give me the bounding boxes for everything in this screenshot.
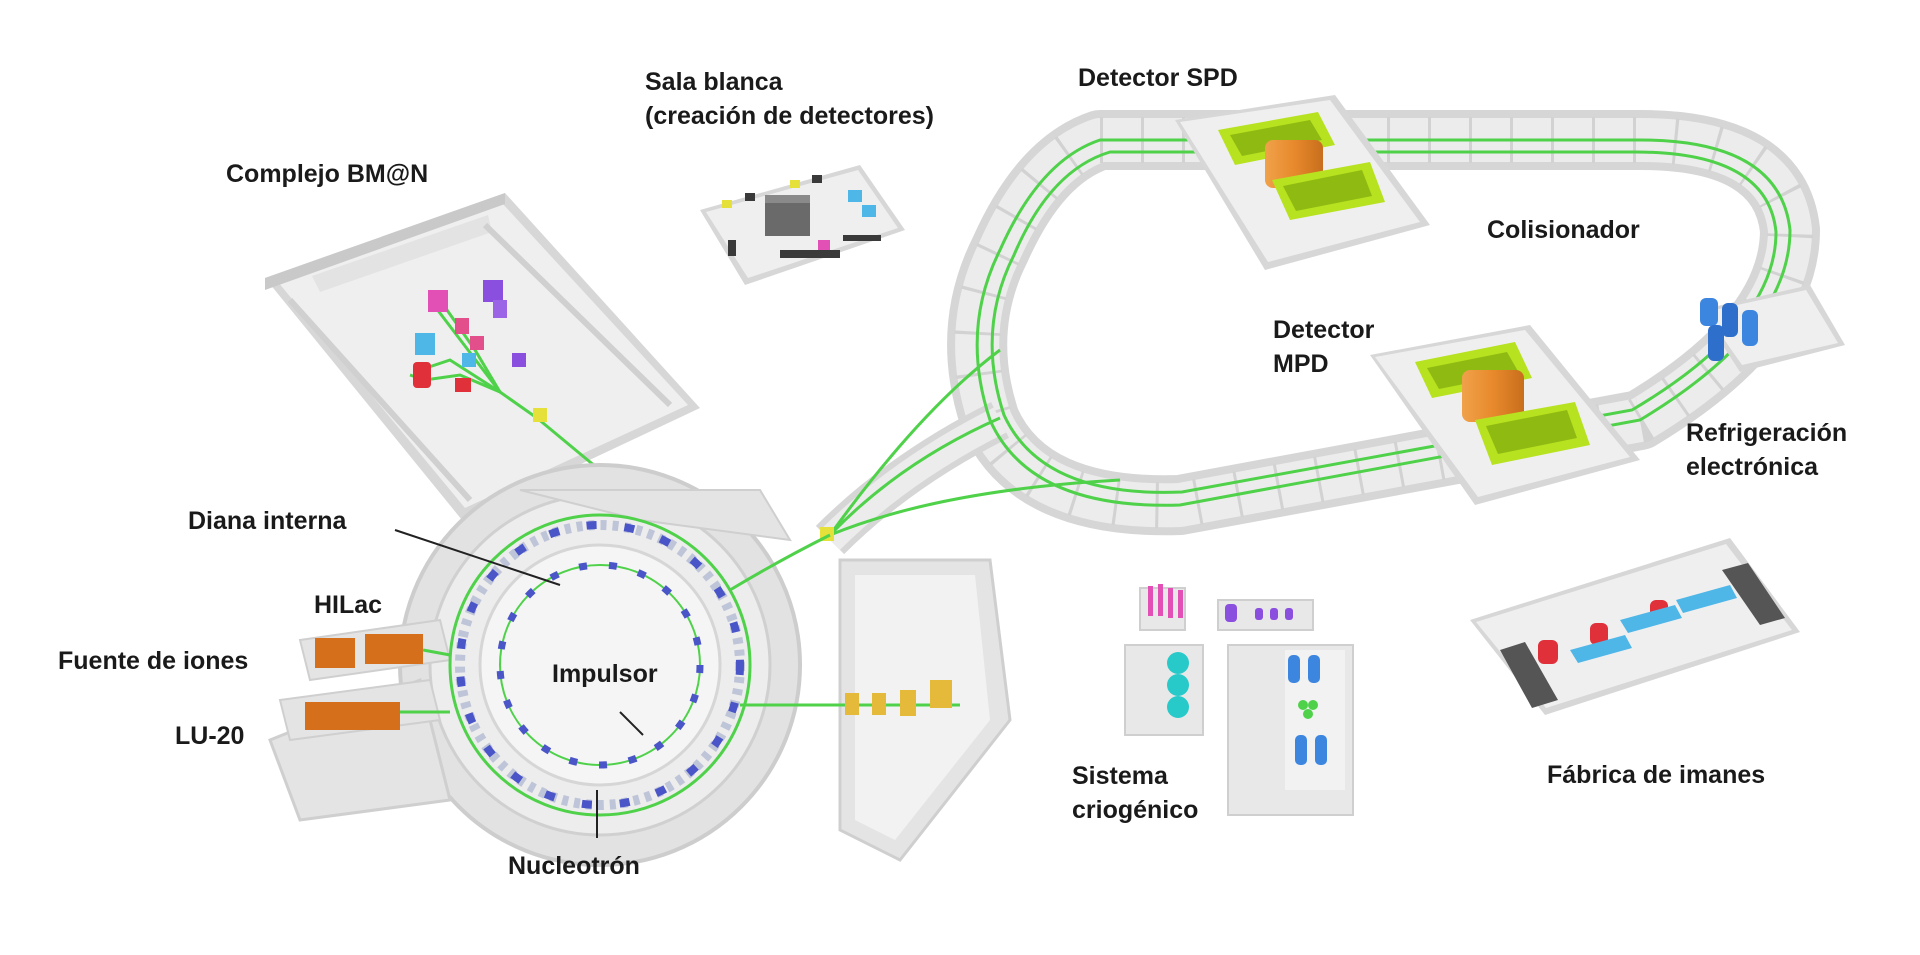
label-sala-blanca-line-1: Sala blanca (645, 68, 783, 96)
clean-room-building (700, 165, 905, 285)
spd-detector-hall (1175, 95, 1430, 270)
label-sistema-criogenico: Sistema criogénico (1072, 760, 1198, 828)
label-detector-mpd-line-2: MPD (1273, 349, 1329, 378)
label-fabrica-imanes: Fábrica de imanes (1547, 761, 1766, 789)
label-sistema-criogenico-line-2: criogénico (1072, 795, 1199, 824)
label-complejo-bmn: Complejo BM@N (226, 160, 429, 188)
label-refrigeracion: Refrigeración electrónica (1686, 417, 1847, 485)
label-nucleotron: Nucleotrón (508, 852, 640, 880)
magnet-factory (1470, 538, 1800, 715)
nucleotron-ring (448, 513, 752, 817)
label-fuente-iones: Fuente de iones (58, 647, 249, 675)
label-detector-mpd: Detector MPD (1273, 314, 1374, 382)
booster-ring (496, 561, 704, 769)
label-refrigeracion-line-1: Refrigeración (1686, 419, 1848, 447)
label-impulsor: Impulsor (552, 660, 658, 688)
label-diana-interna: Diana interna (188, 507, 347, 535)
lu20-injector (305, 702, 450, 730)
cooling-room (1700, 285, 1845, 372)
label-hilac: HILac (314, 591, 383, 619)
label-sala-blanca-line-2: (creación de detectores) (645, 101, 934, 130)
extraction-beamline (729, 533, 960, 716)
collider-beam-ring (820, 138, 1792, 541)
label-detector-mpd-line-1: Detector (1273, 316, 1375, 344)
label-refrigeracion-line-2: electrónica (1686, 452, 1819, 481)
label-detector-spd: Detector SPD (1078, 64, 1238, 92)
label-sala-blanca: Sala blanca (creación de detectores) (645, 66, 934, 134)
leader-lines (394, 529, 644, 838)
bmn-complex-building (265, 193, 700, 520)
hilac-injector (315, 634, 451, 668)
label-lu20: LU-20 (175, 722, 245, 750)
cryogenic-system (1124, 584, 1354, 816)
label-colisionador: Colisionador (1487, 216, 1640, 244)
mpd-detector-hall (1370, 325, 1640, 505)
label-sistema-criogenico-line-1: Sistema (1072, 762, 1168, 790)
